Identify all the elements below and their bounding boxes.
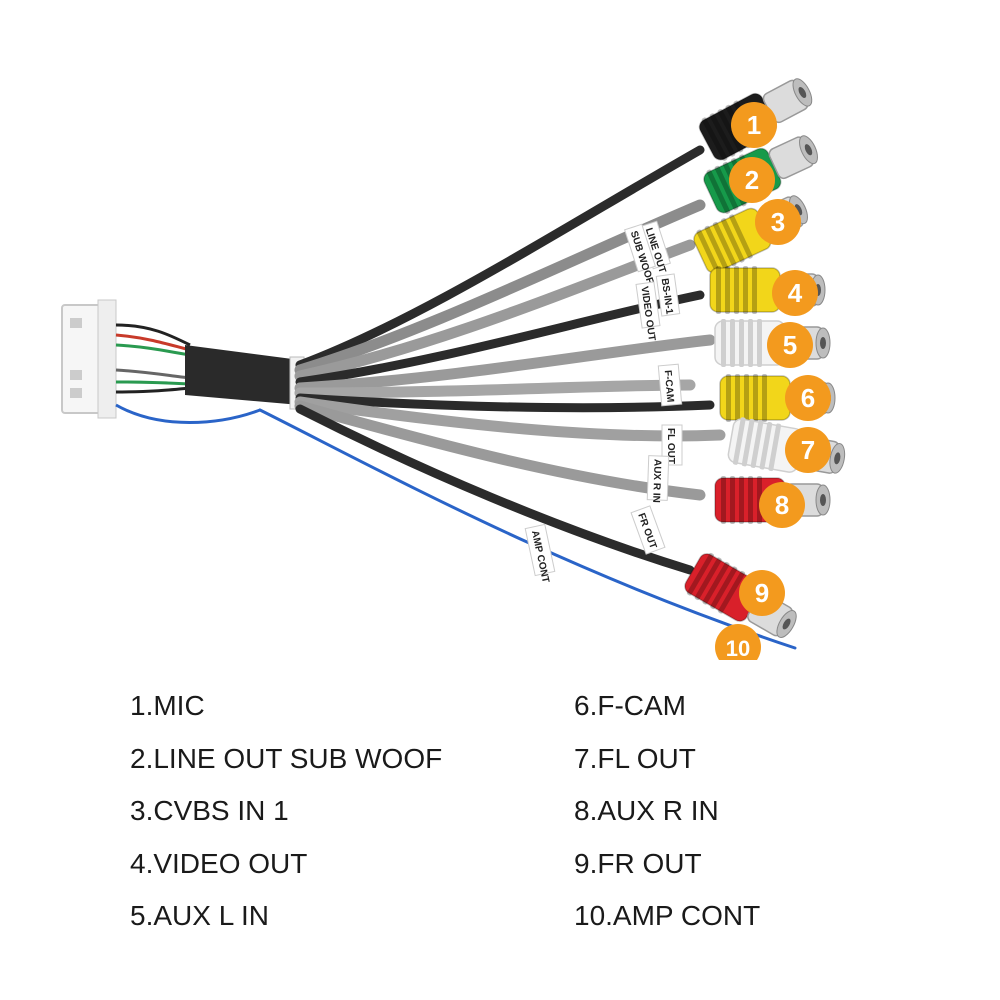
legend-item: 10.AMP CONT (574, 900, 761, 931)
badge-number: 3 (771, 207, 785, 237)
badge-number: 2 (745, 165, 759, 195)
legend-item: 2.LINE OUT SUB WOOF (130, 742, 443, 774)
number-badge: 7 (785, 427, 831, 473)
bundle-sleeve (185, 345, 300, 405)
legend-item: 3.CVBS IN 1 (130, 795, 289, 826)
multi-pin-plug (61, 299, 117, 419)
legend-right-column: 6.F-CAM 7.FL OUT 8.AUX R IN 9.FR OUT 10.… (574, 688, 1000, 951)
wire-sleeves: LINE OUT SUB WOOF BS-IN-1 VIDEO OUT F-CA… (524, 220, 683, 584)
number-badge: 6 (785, 375, 831, 421)
legend-item: 9.FR OUT (574, 847, 702, 879)
legend-item: 6.F-CAM (574, 690, 686, 721)
sleeve-label: F-CAM (662, 370, 676, 403)
number-badge: 2 (729, 157, 775, 203)
number-badge: 4 (772, 270, 818, 316)
legend-item: 7.FL OUT (574, 742, 696, 774)
legend-item: 5.AUX L IN (130, 900, 270, 931)
number-badge: 5 (767, 322, 813, 368)
badge-number: 9 (755, 578, 769, 608)
number-badge: 8 (759, 482, 805, 528)
number-badge: 3 (755, 199, 801, 245)
badge-number: 1 (747, 110, 761, 140)
legend-left-column: 1.MIC 2.LINE OUT SUB WOOF 3.CVBS IN 1 4.… (130, 688, 570, 951)
plug-wires (115, 323, 261, 424)
legend-item: 4.VIDEO OUT (130, 847, 308, 879)
badge-number: 4 (788, 278, 803, 308)
legend-item: 8.AUX R IN (574, 795, 719, 826)
cable-harness-photo: LINE OUT SUB WOOF BS-IN-1 VIDEO OUT F-CA… (61, 78, 846, 660)
number-badges: 1 23 4 56 78 9 10 (715, 102, 831, 660)
rca-connectors (684, 78, 846, 638)
badge-number: 8 (775, 490, 789, 520)
number-badge: 1 (731, 102, 777, 148)
badge-number: 6 (801, 383, 815, 413)
sleeve-label: FL OUT (665, 428, 676, 464)
sleeve-label: AUX R IN (650, 459, 663, 503)
sleeve-label: BS-IN-1 (659, 278, 675, 316)
legend-item: 1.MIC (130, 690, 205, 721)
badge-number: 7 (801, 435, 815, 465)
badge-number: 5 (783, 330, 797, 360)
number-badge: 9 (739, 570, 785, 616)
number-badge: 10 (715, 624, 761, 660)
badge-number: 10 (726, 636, 750, 660)
